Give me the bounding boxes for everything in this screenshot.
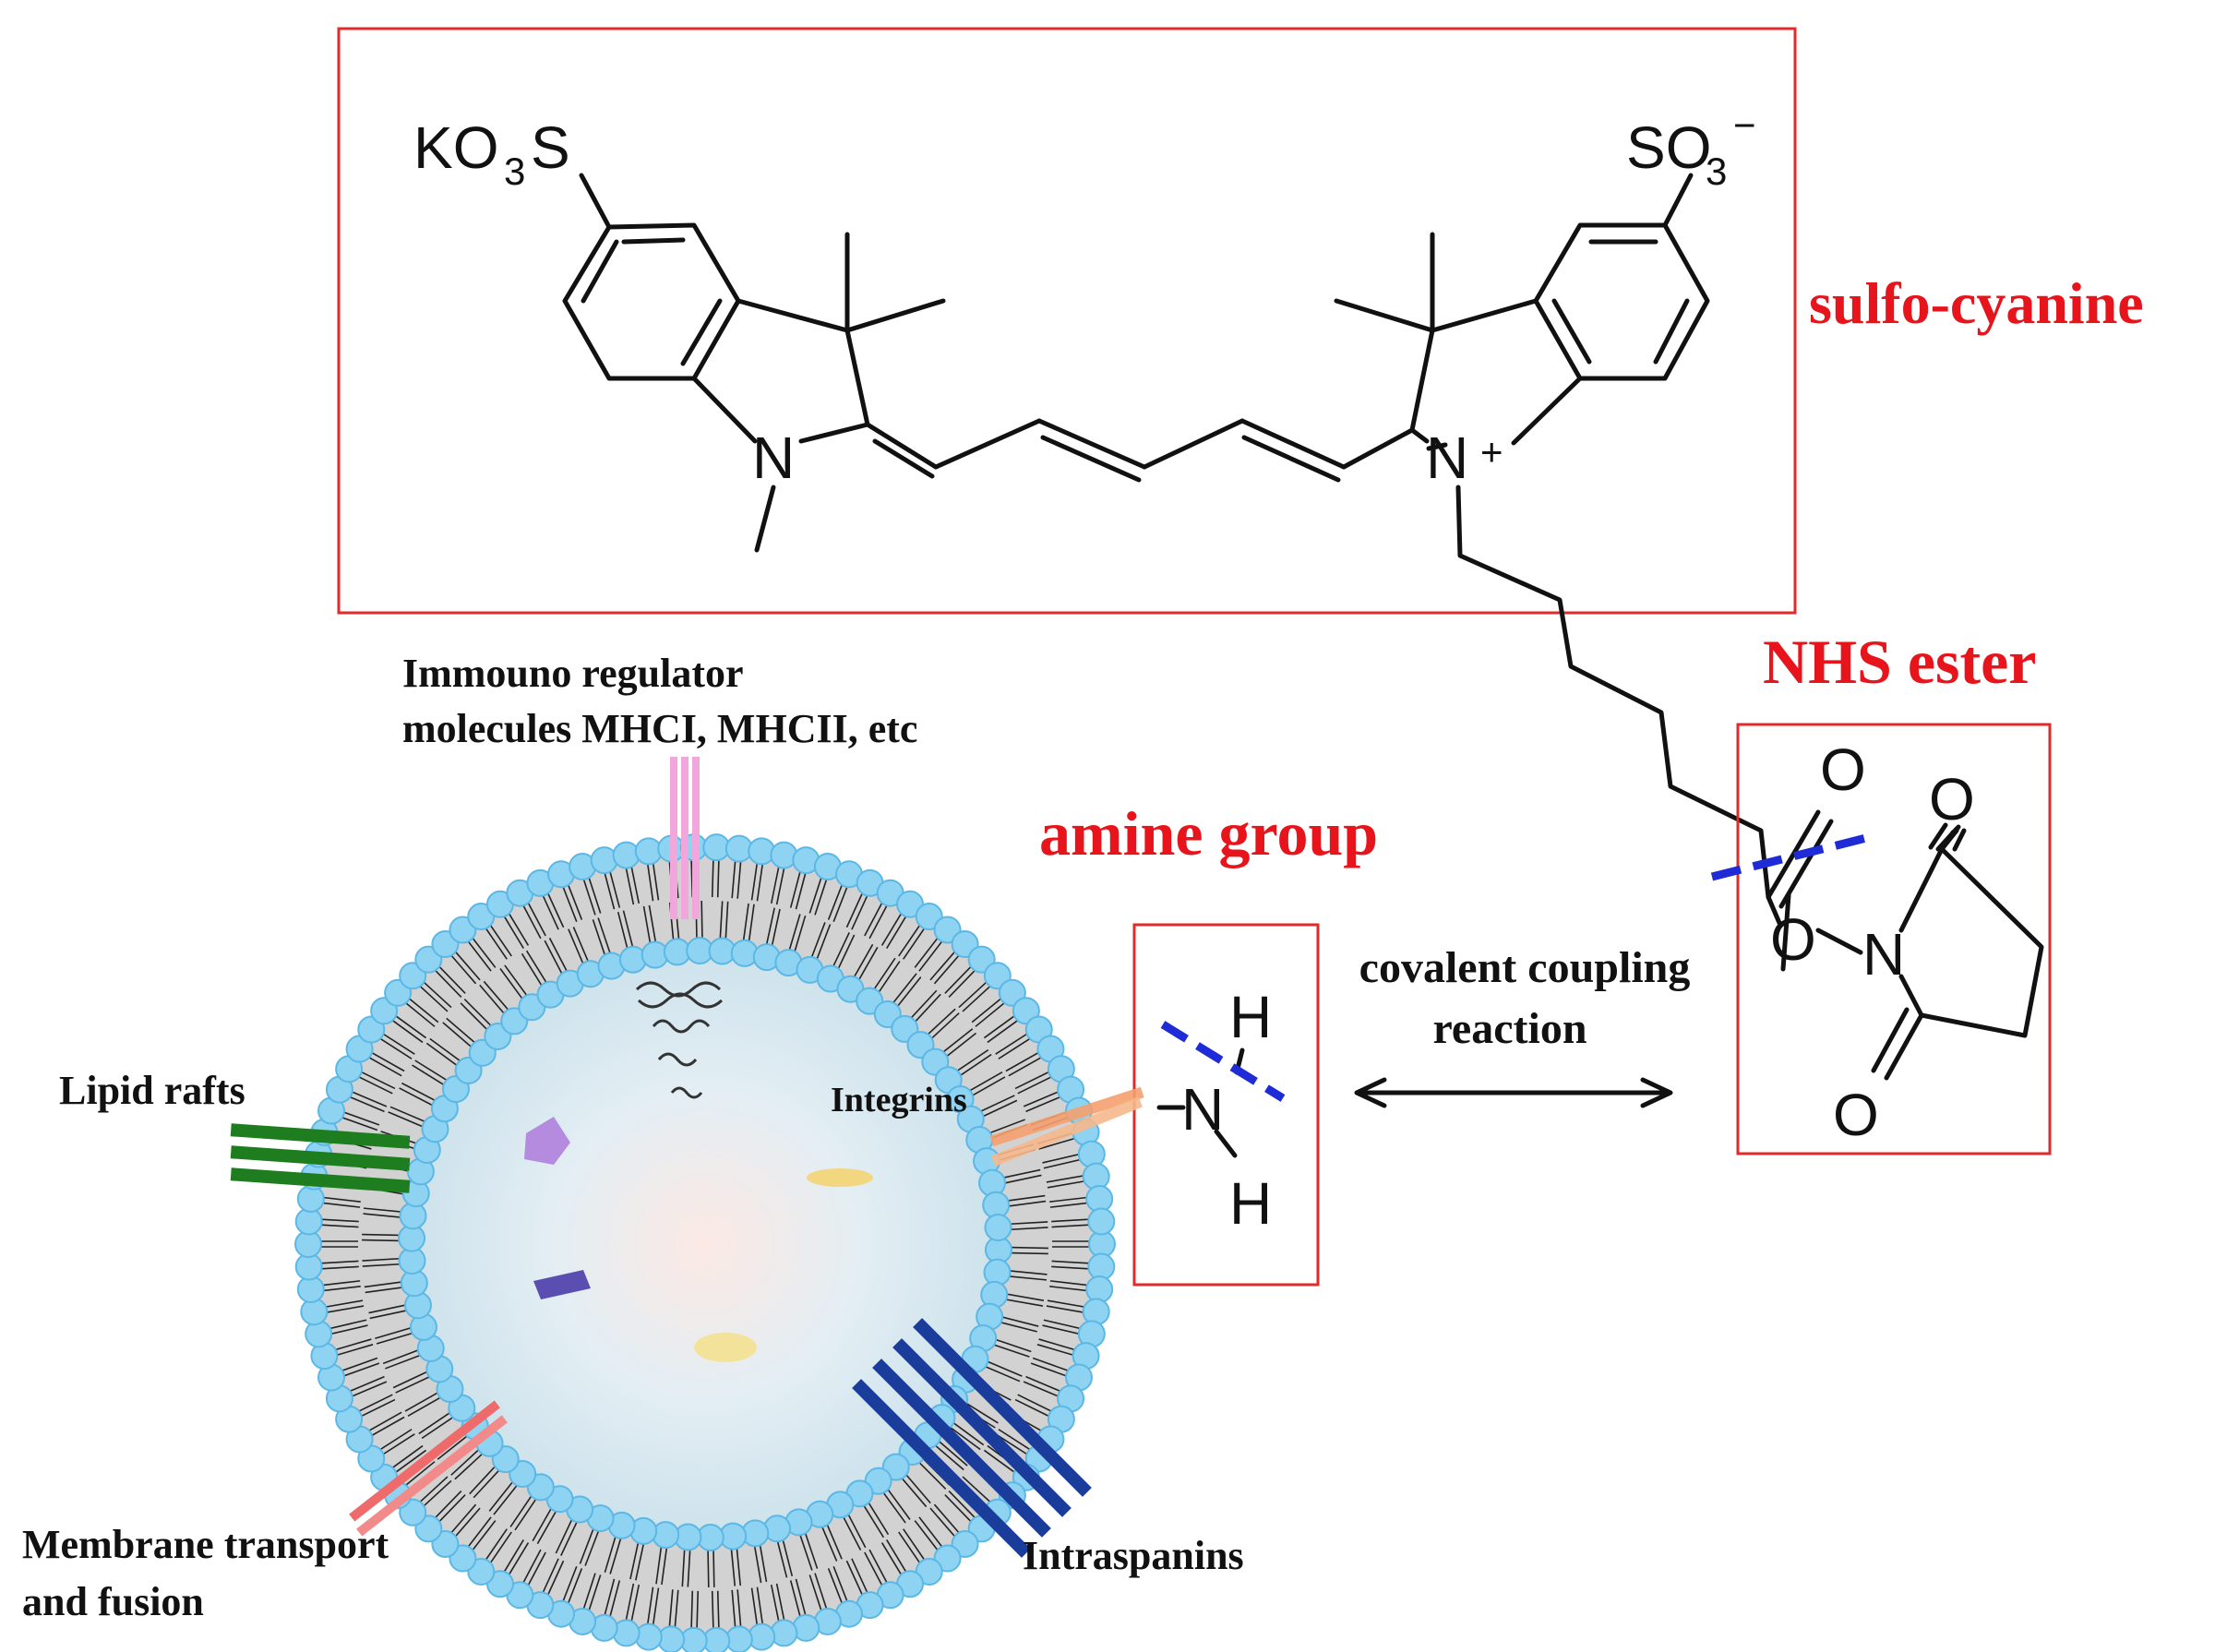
atom-o-top: O [1929,766,1975,832]
nhs-ester-title: NHS ester [1763,627,2036,697]
atom-minus: − [1733,103,1756,147]
integrin-proteins [989,1086,1144,1167]
atom-subscript-3: 3 [504,150,525,193]
lipid-head [1082,1298,1110,1326]
pentyl-linker [1455,485,1771,900]
amine-group-box [1132,923,1320,1287]
lipid-raft-proteins [230,1123,411,1193]
intraspanin-proteins [852,1318,1092,1558]
integrins-label: Integrins [831,1081,967,1119]
atom-h-bottom: H [1229,1170,1272,1237]
atom-h-top: H [1229,984,1272,1050]
lipid-head [984,1214,1012,1242]
amine-cleavage-line [1160,1021,1286,1102]
membrane-transport-proteins [349,1400,508,1537]
transport-label-line2: and fusion [22,1579,204,1624]
membrane-labels: Immouno regulator molecules MHCI, MHCII,… [22,651,1244,1624]
lipid-rafts-label: Lipid rafts [59,1068,245,1113]
atom-n-plus: + [1480,430,1503,473]
sulfo-cyanine-title: sulfo-cyanine [1809,270,2144,336]
nhs-cleavage-line [1710,833,1868,881]
right-indole-bonds [1334,173,1710,451]
atom-n-right: N [1426,425,1468,491]
atom-subscript-3-right: 3 [1706,150,1727,193]
atom-o-bottom: O [1833,1082,1879,1148]
immuno-regulator-proteins [670,757,700,919]
left-indole-bonds [562,173,946,553]
vesicle-lumen [421,960,989,1528]
reaction-arrow: covalent coupling reaction [1354,943,1691,1108]
protein-parallelogram-icon [533,1270,591,1299]
right-sulfonate-label: SO 3 − [1626,103,1756,193]
amine-group-structure: amine group H N H [1039,798,1378,1287]
immuno-label-line2: molecules MHCI, MHCII, etc [402,706,917,751]
vesicle-cargo [524,981,873,1362]
atom-n-left: N [752,425,795,491]
sulfo-cyanine-box [337,27,1797,615]
polymethine-chain [865,418,1415,483]
protein-pentagon-icon [524,1117,570,1165]
rna-strand-icon [657,1052,698,1067]
atom-so: SO [1626,114,1711,181]
atom-ko: KO [413,114,498,181]
nucleic-acid-icon [635,981,724,1009]
sulfo-cyanine-structure: KO 3 S N [337,27,2144,615]
lipid-head [305,1320,333,1348]
immuno-label-line1: Immouno regulator [402,651,744,696]
intraspanins-label: Intraspanins [1023,1533,1244,1578]
reaction-label-line1: covalent coupling [1359,943,1691,992]
left-sulfonate-label: KO 3 S [413,114,570,193]
transport-label-line1: Membrane transport [22,1522,389,1567]
atom-n-nhs: N [1862,921,1905,988]
lipid-head [1077,1140,1106,1168]
lipid-droplet-icon [694,1333,757,1362]
nhs-ester-box [1736,723,2052,1155]
nhs-ester-structure: NHS ester O O N O O [1710,627,2052,1155]
lipid-head [1087,1207,1116,1236]
atom-o-ester: O [1770,906,1816,973]
amine-group-title: amine group [1039,798,1378,868]
vesicle [230,757,1144,1652]
atom-s: S [531,114,570,181]
lipid-droplet-icon [807,1168,873,1187]
rna-strand-icon [670,1086,703,1099]
rna-strand-icon [652,1019,711,1034]
atom-o-carbonyl: O [1820,736,1866,803]
reaction-label-line2: reaction [1432,1004,1586,1053]
